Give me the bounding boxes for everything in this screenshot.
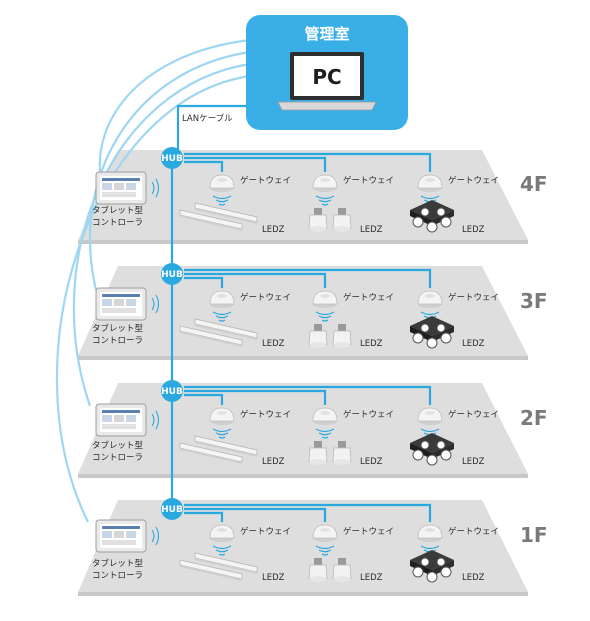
tablet-icon (95, 171, 147, 205)
tablet-controller-label: タブレット型 (92, 558, 144, 569)
gateway-label: ゲートウェイ (343, 175, 394, 186)
ledz-label: LEDZ (360, 457, 383, 467)
gateway-icon (417, 290, 443, 309)
gateway-icon (417, 524, 443, 543)
gateway-icon (209, 407, 235, 426)
floor-label: 3F (520, 289, 548, 313)
ledz-label: LEDZ (462, 225, 485, 235)
admin-room: 管理室 PC (246, 15, 408, 130)
ledz-label: LEDZ (462, 573, 485, 583)
floor-4f: タブレット型 コントローラ HUB ゲートウェイ ゲートウェイ ゲートウェイ L… (92, 147, 548, 235)
hub-label: HUB (161, 154, 183, 164)
gateway-icon (417, 407, 443, 426)
gateway-icon (312, 174, 338, 193)
tablet-controller-label: タブレット型 (92, 205, 144, 216)
floor-1f: タブレット型 コントローラ HUB ゲートウェイ ゲートウェイ ゲートウェイ L… (92, 498, 548, 583)
tablet-controller-label: コントローラ (92, 453, 143, 463)
floor-2f: タブレット型 コントローラ HUB ゲートウェイ ゲートウェイ ゲートウェイ L… (92, 380, 548, 467)
ledz-label: LEDZ (262, 573, 285, 583)
gateway-label: ゲートウェイ (448, 526, 499, 537)
tablet-icon (95, 403, 147, 437)
tablet-wave-icon (151, 294, 160, 314)
floor-label: 4F (520, 172, 548, 196)
hub-node: HUB (161, 380, 183, 402)
floor-label: 2F (520, 406, 548, 430)
gateway-icon (312, 524, 338, 543)
hub-label: HUB (161, 505, 183, 515)
tablet-controller-label: タブレット型 (92, 440, 144, 451)
gateway-label: ゲートウェイ (448, 409, 499, 420)
tablet-wave-icon (151, 178, 160, 198)
gateway-label: ゲートウェイ (448, 292, 499, 303)
ledz-label: LEDZ (262, 457, 285, 467)
tablet-controller-label: コントローラ (92, 571, 143, 581)
ledz-label: LEDZ (360, 339, 383, 349)
hub-label: HUB (161, 270, 183, 280)
hub-node: HUB (161, 147, 183, 169)
admin-room-title: 管理室 (304, 25, 349, 43)
tablet-icon (95, 287, 147, 321)
hub-label: HUB (161, 387, 183, 397)
laptop-icon (277, 52, 377, 111)
gateway-label: ゲートウェイ (448, 175, 499, 186)
gateway-label: ゲートウェイ (343, 409, 394, 420)
tablet-wave-icon (151, 526, 160, 546)
pc-label: PC (312, 65, 341, 89)
hub-node: HUB (161, 498, 183, 520)
gateway-label: ゲートウェイ (240, 526, 291, 537)
gateway-icon (209, 524, 235, 543)
ledz-label: LEDZ (360, 573, 383, 583)
tablet-wave-icon (151, 410, 160, 430)
tablet-icon (95, 519, 147, 553)
ledz-label: LEDZ (262, 339, 285, 349)
gateway-icon (312, 407, 338, 426)
ledz-label: LEDZ (360, 225, 383, 235)
tablet-controller-label: タブレット型 (92, 323, 144, 334)
hub-node: HUB (161, 263, 183, 285)
ledz-label: LEDZ (262, 225, 285, 235)
gateway-label: ゲートウェイ (240, 175, 291, 186)
ledz-label: LEDZ (462, 339, 485, 349)
lan-cable (170, 104, 432, 522)
tablet-controller-label: コントローラ (92, 218, 143, 228)
tablet-controller-label: コントローラ (92, 336, 143, 346)
gateway-icon (312, 290, 338, 309)
gateway-icon (209, 174, 235, 193)
gateway-label: ゲートウェイ (240, 409, 291, 420)
floor-label: 1F (520, 523, 548, 547)
gateway-icon (209, 290, 235, 309)
ledz-label: LEDZ (462, 457, 485, 467)
gateway-label: ゲートウェイ (343, 526, 394, 537)
floor-3f: タブレット型 コントローラ HUB ゲートウェイ ゲートウェイ ゲートウェイ L… (92, 263, 548, 349)
gateway-label: ゲートウェイ (240, 292, 291, 303)
lan-cable-label: LANケーブル (182, 113, 233, 124)
gateway-label: ゲートウェイ (343, 292, 394, 303)
gateway-icon (417, 174, 443, 193)
